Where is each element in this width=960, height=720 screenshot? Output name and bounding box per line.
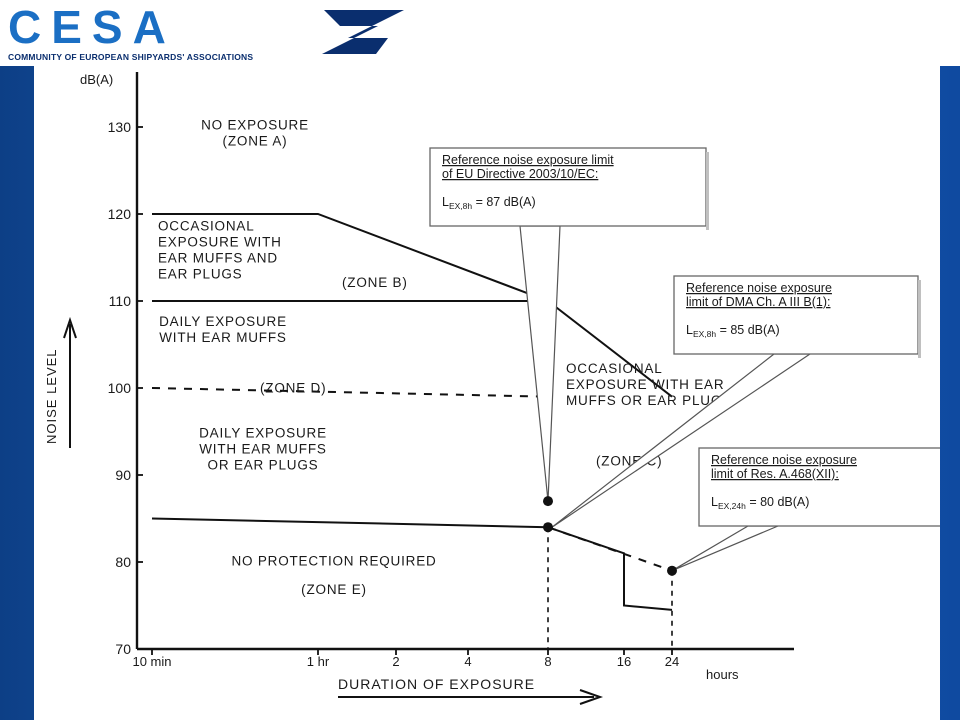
callout-pointer (519, 225, 561, 502)
callout-title-line: of EU Directive 2003/10/EC: (442, 167, 598, 181)
x-tick-label: 10 min (132, 654, 171, 669)
callout-title-line: Reference noise exposure (686, 281, 832, 295)
zone-line: WITH EAR MUFFS (199, 442, 326, 457)
callout-shadow (918, 280, 921, 358)
reference-points (543, 496, 677, 576)
callout-value-suffix: = 85 dB(A) (716, 323, 780, 337)
x-unit-label: hours (706, 667, 739, 682)
zone-d-line (151, 387, 549, 398)
zone-d-label: (ZONE D) (260, 380, 326, 395)
callout-box (673, 275, 919, 355)
y-tick-label: 100 (108, 380, 132, 396)
callout-value-suffix: = 87 dB(A) (472, 195, 536, 209)
x-tick-label: 4 (464, 654, 471, 669)
zone-line: DAILY EXPOSURE (159, 314, 287, 329)
callout-value-subscript: EX,24h (718, 501, 746, 511)
callout-value-prefix: L (442, 195, 449, 209)
x-axis-title: DURATION OF EXPOSURE (338, 676, 535, 692)
reference-point (543, 496, 553, 507)
zone-line: EAR PLUGS (158, 267, 242, 282)
callout-title-line: limit of DMA Ch. A III B(1): (686, 295, 830, 309)
callout-pointer (671, 525, 779, 572)
y-tick-label: 90 (115, 467, 131, 483)
y-axis-title: NOISE LEVEL (44, 348, 59, 444)
zone-line: MUFFS OR EAR PLUGS (566, 393, 732, 408)
x-tick-label: 16 (617, 654, 631, 669)
zone-line: OR EAR PLUGS (208, 458, 319, 473)
zone-line: OCCASIONAL (566, 361, 663, 376)
logo-wave-icon (322, 10, 404, 54)
zone-a-label: NO EXPOSURE(ZONE A) (201, 118, 309, 149)
callout-title-line: limit of Res. A.468(XII): (711, 467, 839, 481)
extension-dashed (547, 526, 673, 572)
y-tick-label: 120 (108, 206, 132, 222)
zone-line: WITH EAR MUFFS (159, 330, 286, 345)
zone-line: OCCASIONAL (158, 219, 255, 234)
zone-b-label: (ZONE B) (342, 275, 408, 290)
x-tick-label: 8 (544, 654, 551, 669)
callout-value: LEX,24h = 80 dB(A) (711, 495, 809, 511)
callout-value: LEX,8h = 85 dB(A) (686, 323, 780, 339)
zone-line: (ZONE A) (223, 134, 288, 149)
x-axis-arrow (338, 689, 604, 705)
y-tick-label: 130 (108, 119, 132, 135)
x-tick-label: 2 (392, 654, 399, 669)
x-tick-label: 1 hr (307, 654, 330, 669)
zone-line: NO EXPOSURE (201, 118, 309, 133)
zone-line: EXPOSURE WITH (158, 235, 282, 250)
zone-line: (ZONE D) (260, 380, 326, 395)
zone-line: DAILY EXPOSURE (199, 426, 327, 441)
callout-value: LEX,8h = 87 dB(A) (442, 195, 536, 211)
callout-title-line: Reference noise exposure (711, 453, 857, 467)
callout-value-prefix: L (711, 495, 718, 509)
zone-line: EXPOSURE WITH EAR (566, 377, 724, 392)
x-tick-label: 24 (665, 654, 679, 669)
y-tick-label: 70 (115, 641, 131, 657)
callout-value-subscript: EX,8h (449, 201, 472, 211)
upper-limit (152, 213, 673, 398)
callout-box (429, 147, 707, 227)
callout-value-suffix: = 80 dB(A) (746, 495, 810, 509)
logo-subtitle: COMMUNITY OF EUROPEAN SHIPYARDS' ASSOCIA… (8, 52, 254, 62)
header-bar: CESA COMMUNITY OF EUROPEAN SHIPYARDS' AS… (0, 0, 960, 66)
reference-point (543, 522, 553, 533)
zone-line: (ZONE E) (301, 582, 367, 597)
y-axis-arrow (63, 316, 77, 448)
callout-box (698, 447, 940, 527)
zone-line: EAR MUFFS AND (158, 251, 278, 266)
y-tick-label: 80 (115, 554, 131, 570)
callout-title-line: Reference noise exposure limit (442, 153, 614, 167)
zone-line: NO PROTECTION REQUIRED (231, 553, 436, 568)
zone-line: (ZONE B) (342, 275, 408, 290)
zone-e-label: (ZONE E) (301, 582, 367, 597)
zone-e-desc-label: NO PROTECTION REQUIRED (231, 553, 436, 568)
callout-value-subscript: EX,8h (693, 329, 716, 339)
y-tick-label: 110 (109, 293, 132, 309)
reference-point (667, 565, 677, 576)
logo-text: CESA (8, 1, 176, 53)
callout-shadow (706, 152, 709, 230)
zone-boundaries (151, 213, 673, 649)
y-unit-label: dB(A) (80, 72, 113, 87)
callout-value-prefix: L (686, 323, 693, 337)
